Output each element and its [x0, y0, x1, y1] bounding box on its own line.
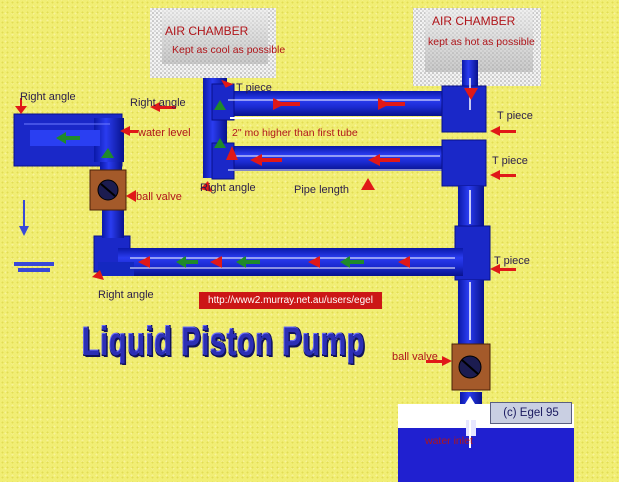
label-higher-note: 2" mo higher than first tube — [232, 127, 358, 139]
ball-valve-left — [90, 170, 126, 210]
label-t-piece-3: T piece — [494, 255, 530, 267]
label-right-angle-bottom: Right angle — [98, 289, 154, 301]
air-chamber-hot-title: AIR CHAMBER — [432, 14, 515, 28]
air-chamber-hot-subtitle: kept as hot as possible — [428, 36, 535, 48]
label-water-inlet: water inlet — [425, 435, 473, 447]
url-banner: http://www2.murray.net.au/users/egel — [199, 292, 382, 309]
label-t-piece-2: T piece — [492, 155, 528, 167]
air-chamber-cool-subtitle: Kept as cool as possible — [172, 44, 285, 56]
air-chamber-cool — [150, 8, 276, 78]
label-right-angle-top: Right angle — [130, 97, 186, 109]
label-t-piece-1: T piece — [497, 110, 533, 122]
page-title: Liquid Piston Pump — [82, 318, 365, 366]
label-ball-valve-right: ball valve — [392, 351, 438, 363]
water-level-mark — [14, 200, 54, 272]
bottom-pipe — [94, 236, 463, 276]
label-right-angle-mid: Right angle — [200, 182, 256, 194]
lower-tube — [212, 143, 447, 179]
ball-valve-right — [452, 344, 490, 390]
label-ball-valve-left: ball valve — [136, 191, 182, 203]
label-t-piece-top: T piece — [236, 82, 272, 94]
label-right-angle-left: Right angle — [20, 91, 76, 103]
air-chamber-cool-title: AIR CHAMBER — [165, 24, 248, 38]
copyright-box: (c) Egel 95 — [490, 402, 572, 424]
label-pipe-length: Pipe length — [294, 184, 349, 196]
label-water-level: water level — [138, 127, 191, 139]
